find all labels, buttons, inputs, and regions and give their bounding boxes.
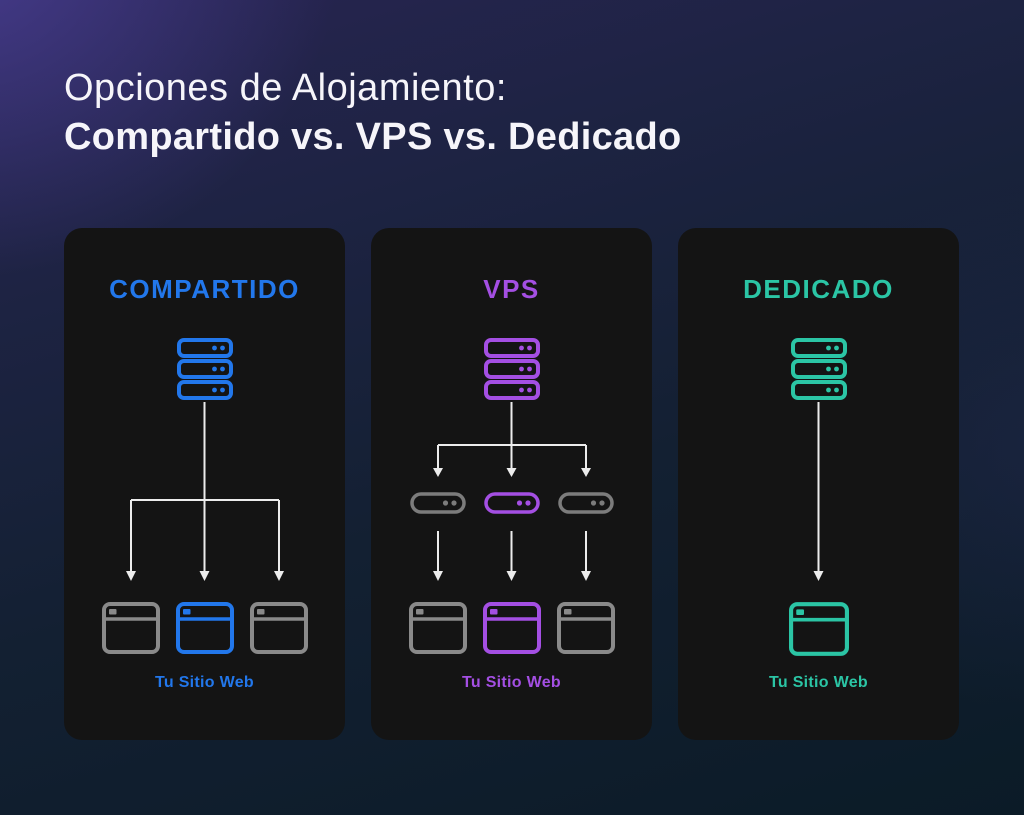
- title-line-1: Opciones de Alojamiento:: [64, 67, 507, 109]
- page-title: Opciones de Alojamiento: Compartido vs. …: [64, 64, 681, 163]
- browser-window-icon: [102, 602, 160, 654]
- connector-arrows: [813, 402, 824, 581]
- site-label: Tu Sitio Web: [462, 674, 561, 691]
- site-label: Tu Sitio Web: [769, 674, 868, 691]
- card-dedicado-title: DEDICADO: [743, 274, 894, 304]
- card-vps: VPS Tu Sitio Web: [371, 228, 652, 740]
- website-row: [371, 602, 652, 654]
- browser-window-icon: [409, 602, 467, 654]
- website-row: [64, 602, 345, 654]
- server-rack-icon: [177, 338, 233, 400]
- server-slice-icon: [410, 492, 466, 514]
- server-rack-icon: [791, 338, 847, 400]
- server-rack-icon: [484, 338, 540, 400]
- card-compartido-title: COMPARTIDO: [109, 274, 300, 304]
- browser-window-icon-highlighted: [789, 602, 849, 656]
- browser-window-icon: [557, 602, 615, 654]
- title-line-2: Compartido vs. VPS vs. Dedicado: [64, 116, 682, 159]
- server-slice-icon: [558, 492, 614, 514]
- card-dedicado: DEDICADO Tu Sitio Web: [678, 228, 959, 740]
- browser-window-icon: [250, 602, 308, 654]
- browser-window-icon-highlighted: [483, 602, 541, 654]
- card-compartido: COMPARTIDO Tu Sitio Web: [64, 228, 345, 740]
- browser-window-icon-highlighted: [176, 602, 234, 654]
- connector-arrows: [126, 402, 284, 581]
- connector-arrows: [433, 402, 591, 581]
- website-row: [678, 602, 959, 656]
- site-label: Tu Sitio Web: [155, 674, 254, 691]
- card-vps-title: VPS: [483, 274, 540, 304]
- server-slice-icon-highlighted: [484, 492, 540, 514]
- vps-slice-row: [371, 492, 652, 514]
